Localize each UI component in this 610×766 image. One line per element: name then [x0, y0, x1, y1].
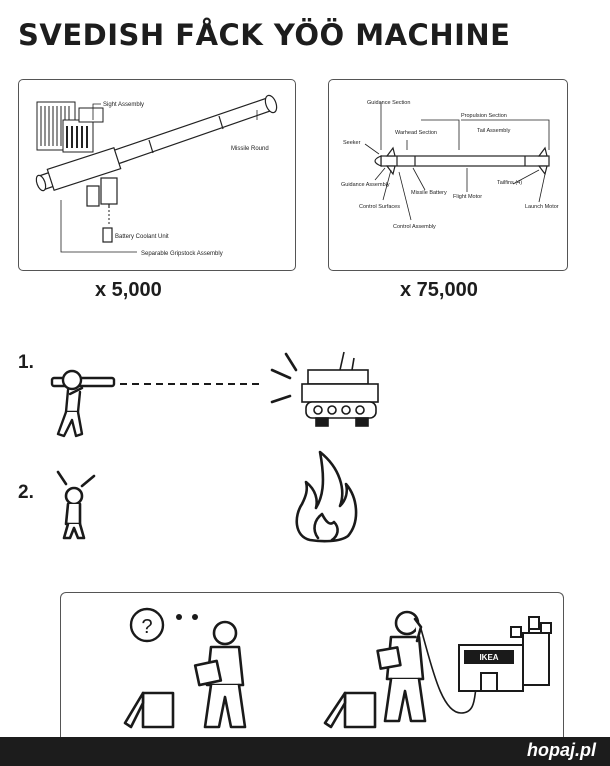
step-1-illustration [50, 351, 379, 438]
ikea-store-icon [458, 616, 552, 692]
cheering-figure-icon [56, 470, 96, 540]
missile-diagram: Guidance Section Warhead Section Propuls… [341, 100, 559, 230]
site-brand-link[interactable]: hopaj.pl [527, 740, 596, 760]
tail-assembly-label: Tail Assembly [477, 128, 511, 134]
propulsion-section-label: Propulsion Section [461, 113, 507, 119]
launch-motor-label: Launch Motor [525, 204, 559, 210]
missile-battery-label: Missile Battery [411, 190, 447, 196]
sight-assembly-label: Sight Assembly [103, 102, 144, 108]
guidance-section-label: Guidance Section [367, 100, 410, 106]
seeker-label: Seeker [343, 140, 361, 146]
gripstock-drawing [86, 177, 118, 208]
missile-tube-drawing [35, 94, 278, 192]
battery-unit-drawing [102, 227, 113, 243]
ikea-sign: IKEA [479, 653, 498, 662]
ikea-comic: ? [123, 607, 552, 729]
sight-assembly-drawing [36, 101, 104, 153]
launcher-diagram: Sight Assembly Missile Round Battery Coo… [35, 94, 278, 257]
phone-figure-icon [376, 610, 427, 723]
question-mark: ? [141, 616, 152, 638]
missile-body-drawing [374, 146, 550, 176]
battery-coolant-label: Battery Coolant Unit [115, 234, 169, 240]
control-assembly-label: Control Assembly [393, 224, 436, 230]
page-title: SVEDISH FÅCK YÖÖ MACHINE [18, 18, 511, 52]
tank-icon [301, 351, 379, 427]
launcher-diagram-panel: Sight Assembly Missile Round Battery Coo… [18, 79, 296, 271]
confused-figure-icon [193, 620, 247, 729]
ikea-comic-panel: ? [60, 592, 564, 743]
fire-icon [295, 450, 358, 543]
footer-bar: hopaj.pl [0, 737, 610, 766]
warhead-section-label: Warhead Section [395, 130, 437, 136]
step-2-number: 2. [18, 482, 34, 503]
missile-quantity: x 75,000 [400, 279, 478, 301]
guidance-assembly-label: Guidance Assembly [341, 182, 390, 188]
step-1-number: 1. [18, 352, 34, 373]
missile-diagram-panel: Guidance Section Warhead Section Propuls… [328, 79, 568, 271]
step-2-illustration [56, 450, 358, 543]
box-icon [123, 691, 175, 729]
box-icon-2 [323, 691, 377, 729]
gripstock-label: Separable Gripstock Assembly [141, 251, 223, 257]
control-surfaces-label: Control Surfaces [359, 204, 400, 210]
missile-round-label: Missile Round [231, 146, 269, 152]
tailfins-label: Tailfins (4) [497, 180, 522, 186]
thought-bubble [129, 607, 165, 643]
flight-motor-label: Flight Motor [453, 194, 482, 200]
launcher-quantity: x 5,000 [95, 279, 162, 301]
launcher-figure-icon [50, 369, 116, 438]
